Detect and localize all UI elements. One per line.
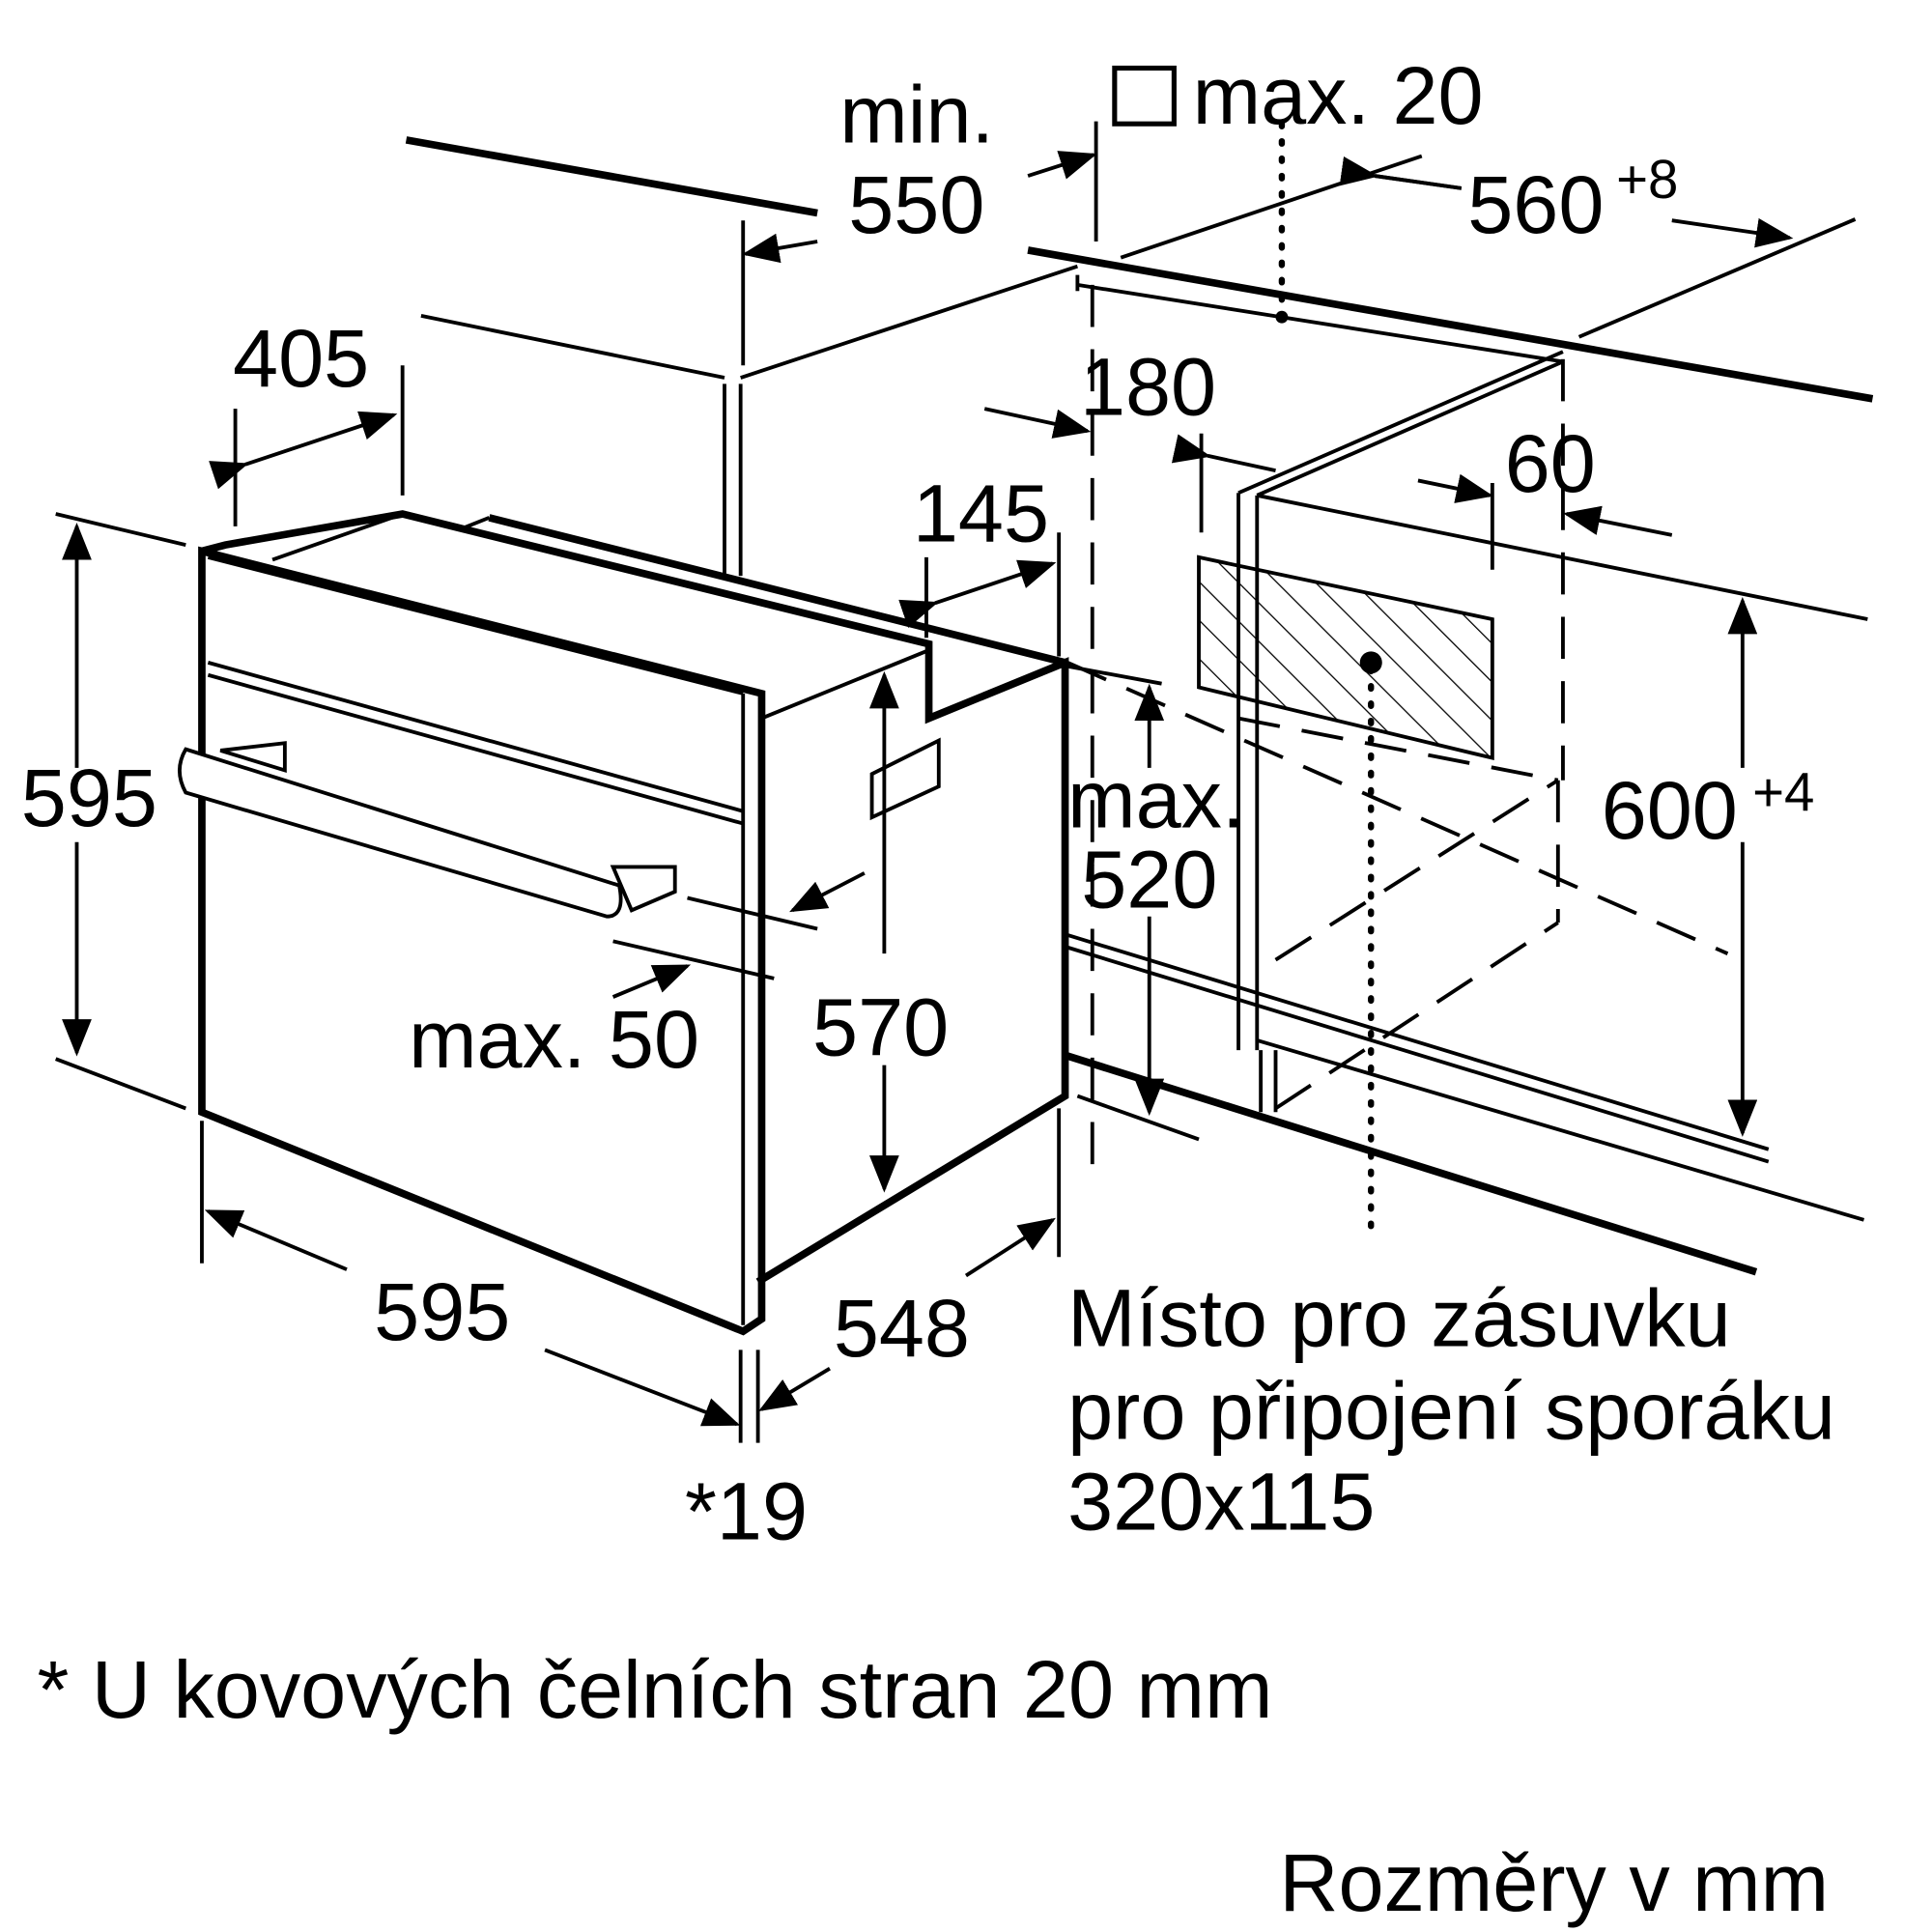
dim-145-label: 145 — [913, 467, 1049, 558]
dim-560-tolerance: +8 — [1616, 149, 1678, 210]
dim-405-label: 405 — [233, 312, 369, 404]
min-550-label: min. — [839, 68, 994, 159]
dim-60-label: 60 — [1505, 417, 1596, 509]
dim-180-label: 180 — [1080, 340, 1216, 432]
max-20-label: max. 20 — [1193, 49, 1484, 141]
oven-handle — [177, 747, 623, 919]
dim-570-label: 570 — [812, 980, 949, 1072]
oven-body — [177, 510, 1069, 1336]
max-520-label: max. — [1067, 753, 1244, 844]
socket-note-line1: Místo pro zásuvku — [1067, 1272, 1731, 1364]
min-550-value: 550 — [848, 158, 984, 250]
footnote: * U kovových čelních stran 20 mm — [37, 1643, 1272, 1735]
socket-area — [1197, 121, 1494, 1242]
dim-548-label: 548 — [834, 1282, 970, 1374]
units-note: Rozměry v mm — [1279, 1836, 1829, 1928]
dimension-lines — [55, 121, 1794, 1443]
dim-600-tolerance: +4 — [1752, 762, 1814, 823]
dim-19-label: *19 — [685, 1465, 808, 1557]
socket-note-line3: 320x115 — [1067, 1455, 1375, 1547]
max-50-label: max. 50 — [409, 993, 699, 1085]
dim-595-height-label: 595 — [21, 752, 157, 843]
socket-note-line2: pro připojení sporáku — [1067, 1365, 1835, 1457]
square-section-icon — [1112, 65, 1177, 127]
dim-595-width-label: 595 — [374, 1265, 510, 1357]
dim-600-label: 600 — [1602, 764, 1738, 856]
dim-560-label: 560 — [1467, 158, 1604, 250]
max-520-value: 520 — [1081, 834, 1217, 925]
